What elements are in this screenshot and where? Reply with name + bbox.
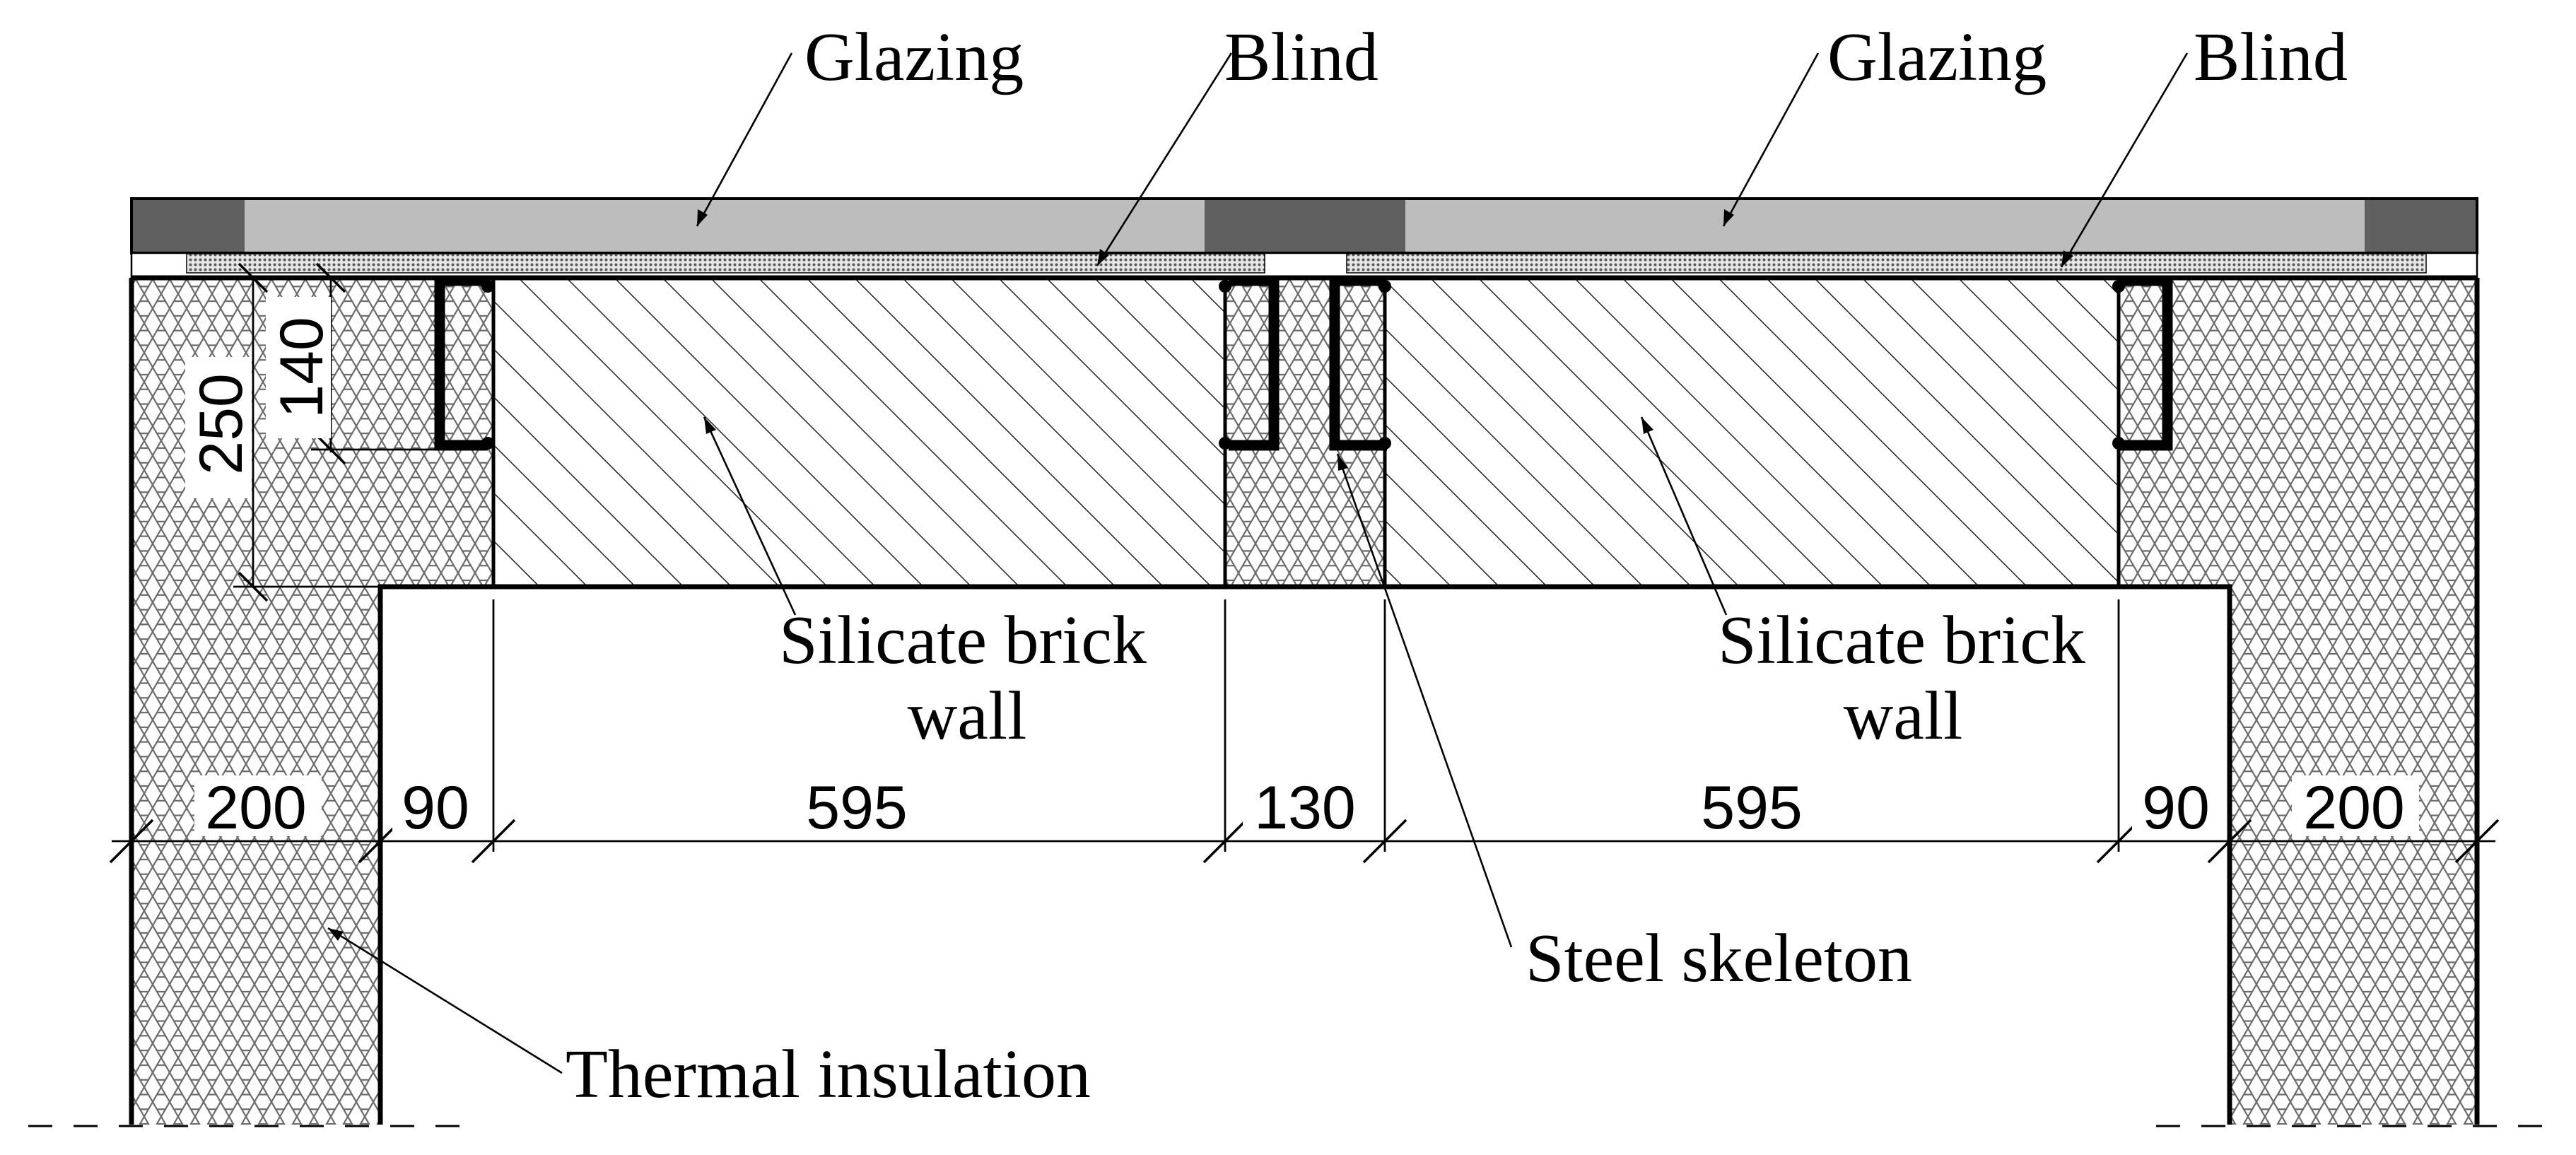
- label-glazing-right: Glazing: [1827, 19, 2047, 95]
- dim-right-outer: 200: [2303, 774, 2405, 842]
- brick-walls: [493, 278, 2119, 587]
- label-glazing-left: Glazing: [804, 19, 1024, 95]
- steel-channel-4: [2118, 275, 2173, 451]
- insulation-left-outer: [131, 278, 380, 1125]
- steel-channel-2: [1229, 275, 1280, 451]
- label-wall-right-line2: wall: [1844, 678, 1963, 754]
- label-thermal-insulation: Thermal insulation: [566, 1036, 1091, 1113]
- label-wall-left-line1: Silicate brick: [779, 602, 1147, 679]
- horizontal-dimensions: 200 90 595 130 595 90 200: [109, 599, 2500, 864]
- dim-left-outer: 200: [205, 774, 307, 842]
- steel-channel-1: [434, 275, 488, 451]
- labels: Glazing Blind Glazing Blind Silicate bri…: [566, 19, 2348, 1113]
- dim-left-strip: 90: [402, 774, 469, 842]
- dim-right-wall: 595: [1701, 774, 1803, 842]
- steel-skeleton: [434, 275, 2173, 451]
- glazing-frame-right: [2365, 199, 2477, 253]
- dim-vertical-140: 140: [268, 317, 336, 418]
- dim-vertical-250: 250: [187, 373, 255, 475]
- wall-outlines: [129, 275, 2480, 1125]
- brick-wall-left: [493, 278, 1225, 587]
- insulation-regions: [131, 278, 2477, 1125]
- label-blind-left: Blind: [1224, 19, 1378, 95]
- blind-left: [186, 253, 1265, 274]
- dim-middle: 130: [1254, 774, 1356, 842]
- glazing-glass-right: [1405, 199, 2365, 253]
- insulation-middle: [1225, 278, 1385, 587]
- vertical-dimensions: 140 250: [185, 262, 440, 602]
- label-wall-right-line1: Silicate brick: [1718, 602, 2085, 679]
- dim-right-strip: 90: [2142, 774, 2210, 842]
- label-steel-skeleton: Steel skeleton: [1526, 920, 1912, 997]
- label-blind-right: Blind: [2194, 19, 2348, 95]
- steel-channel-3: [1329, 275, 1387, 451]
- glazing-frame-left: [131, 199, 245, 253]
- glazing-glass-left: [245, 199, 1205, 253]
- leader-lines: [327, 52, 2189, 1074]
- blind-right: [1346, 253, 2427, 274]
- label-wall-left-line2: wall: [908, 678, 1027, 754]
- glazing-band: [130, 197, 2478, 279]
- insulation-right-strip: [2119, 278, 2230, 587]
- brick-wall-right: [1385, 278, 2119, 587]
- glazing-frame-middle: [1205, 199, 1405, 253]
- dim-left-wall: 595: [806, 774, 908, 842]
- insulation-right-outer: [2230, 278, 2477, 1125]
